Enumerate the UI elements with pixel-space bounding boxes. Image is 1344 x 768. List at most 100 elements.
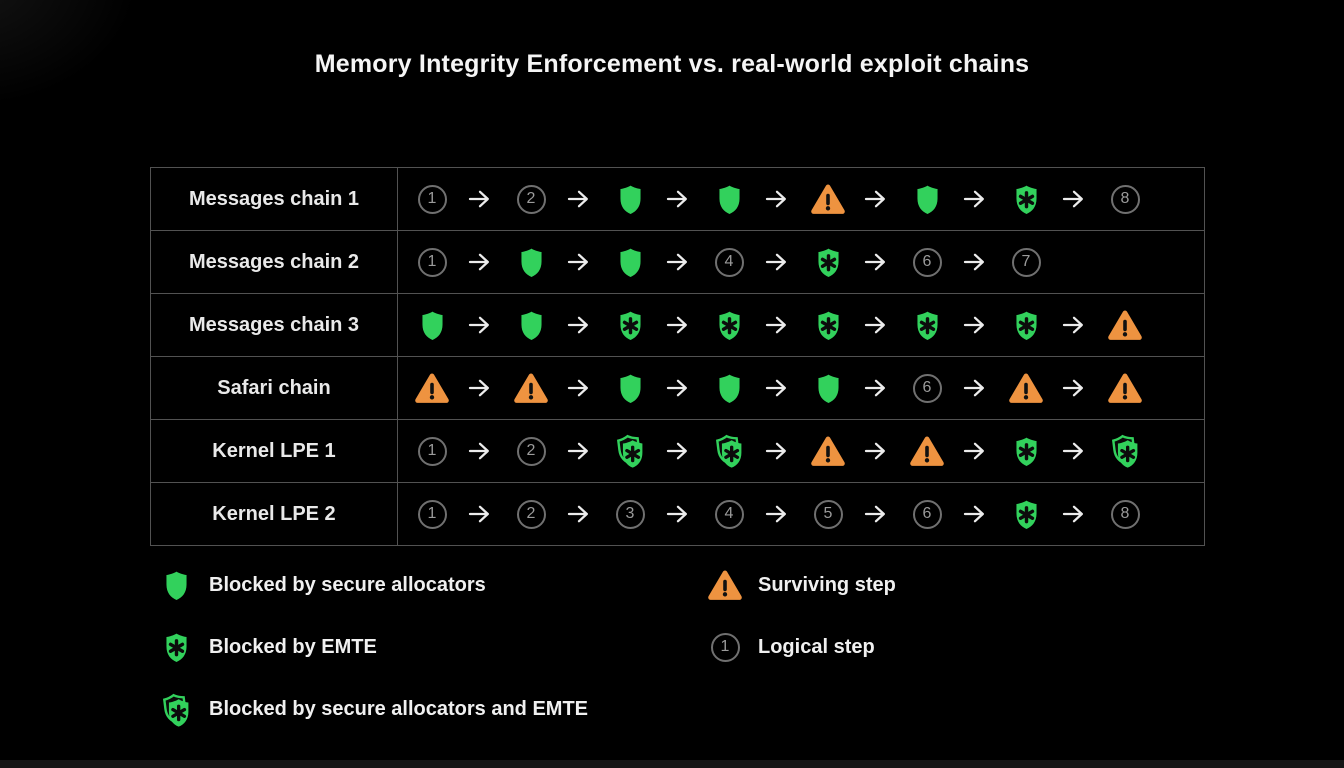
logical-step-number: 1 — [710, 633, 740, 662]
arrow-icon — [1061, 439, 1090, 463]
emte-shield-icon — [909, 308, 945, 343]
logical-step-number: 2 — [516, 184, 546, 214]
arrow-icon — [665, 313, 694, 337]
arrow-icon — [962, 250, 991, 274]
logical-step-circle: 4 — [711, 499, 747, 529]
chain-steps: 1 4 6 7 — [398, 231, 1204, 293]
logical-step-circle: 5 — [810, 499, 846, 529]
arrow-icon — [566, 439, 595, 463]
double-shield-icon — [711, 431, 747, 471]
arrow-icon — [962, 313, 991, 337]
emte-shield-icon — [810, 245, 846, 280]
arrow-icon — [467, 376, 496, 400]
arrow-icon — [665, 502, 694, 526]
arrow-icon — [467, 439, 496, 463]
arrow-icon — [467, 313, 496, 337]
warning-triangle-icon — [810, 183, 846, 216]
table-row: Messages chain 1 1 2 8 — [151, 168, 1204, 230]
page-title: Memory Integrity Enforcement vs. real-wo… — [314, 50, 1030, 78]
logical-step-number: 5 — [813, 499, 843, 529]
logical-step-number: 2 — [516, 499, 546, 529]
logical-step-number: 7 — [1011, 247, 1041, 277]
shield-icon — [612, 182, 648, 217]
logical-step-number: 2 — [516, 436, 546, 466]
logical-step-circle: 6 — [909, 499, 945, 529]
logical-step-number: 6 — [912, 499, 942, 529]
logical-step-circle: 2 — [513, 499, 549, 529]
emte-shield-icon — [711, 308, 747, 343]
logical-step-number: 1 — [417, 184, 447, 214]
legend-item: Blocked by EMTE — [156, 629, 705, 666]
arrow-icon — [467, 502, 496, 526]
arrow-icon — [566, 502, 595, 526]
chain-label: Kernel LPE 1 — [151, 420, 398, 482]
logical-step-circle: 1 — [414, 247, 450, 277]
arrow-icon — [962, 439, 991, 463]
arrow-icon — [863, 439, 892, 463]
logical-step-circle: 8 — [1107, 184, 1143, 214]
arrow-icon — [1061, 502, 1090, 526]
arrow-icon — [863, 376, 892, 400]
arrow-icon — [665, 250, 694, 274]
double-shield-icon — [1107, 431, 1143, 471]
arrow-icon — [863, 250, 892, 274]
arrow-icon — [665, 376, 694, 400]
legend-item: Blocked by secure allocators and EMTE — [156, 691, 705, 728]
logical-step-number: 1 — [417, 436, 447, 466]
shield-icon — [156, 568, 196, 603]
logical-step-number: 6 — [912, 247, 942, 277]
arrow-icon — [566, 313, 595, 337]
arrow-icon — [764, 313, 793, 337]
shield-icon — [810, 371, 846, 406]
shield-icon — [909, 182, 945, 217]
logical-step-circle: 8 — [1107, 499, 1143, 529]
arrow-icon — [665, 439, 694, 463]
logical-step-circle: 2 — [513, 184, 549, 214]
arrow-icon — [863, 313, 892, 337]
shield-icon — [711, 371, 747, 406]
logical-step-circle: 6 — [909, 247, 945, 277]
arrow-icon — [665, 187, 694, 211]
chain-label: Messages chain 1 — [151, 168, 398, 230]
arrow-icon — [467, 250, 496, 274]
shield-icon — [612, 371, 648, 406]
logical-step-circle: 4 — [711, 247, 747, 277]
legend-label: Logical step — [758, 636, 875, 658]
emte-shield-icon — [1008, 182, 1044, 217]
arrow-icon — [764, 187, 793, 211]
arrow-icon — [467, 187, 496, 211]
arrow-icon — [764, 439, 793, 463]
emte-shield-icon — [612, 308, 648, 343]
legend-item: Surviving step — [705, 567, 896, 604]
arrow-icon — [566, 250, 595, 274]
arrow-icon — [863, 502, 892, 526]
legend-column-right: Surviving step 1 Logical step — [705, 567, 896, 666]
chain-label: Messages chain 3 — [151, 294, 398, 356]
logical-step-number: 1 — [417, 499, 447, 529]
emte-shield-icon — [156, 630, 196, 665]
bottom-edge — [0, 760, 1344, 768]
shield-icon — [414, 308, 450, 343]
logical-step-circle: 7 — [1008, 247, 1044, 277]
table-row: Messages chain 3 — [151, 293, 1204, 356]
warning-triangle-icon — [513, 372, 549, 405]
shield-icon — [513, 308, 549, 343]
chain-label: Kernel LPE 2 — [151, 483, 398, 545]
logical-step-number: 3 — [615, 499, 645, 529]
warning-triangle-icon — [810, 435, 846, 468]
legend-label: Blocked by secure allocators — [209, 574, 486, 596]
arrow-icon — [764, 376, 793, 400]
chain-steps: 1 2 8 — [398, 168, 1204, 230]
emte-shield-icon — [1008, 434, 1044, 469]
logical-step-number: 1 — [417, 247, 447, 277]
warning-triangle-icon — [705, 569, 745, 602]
arrow-icon — [962, 187, 991, 211]
arrow-icon — [1061, 187, 1090, 211]
logical-step-circle: 1 — [414, 499, 450, 529]
emte-shield-icon — [810, 308, 846, 343]
